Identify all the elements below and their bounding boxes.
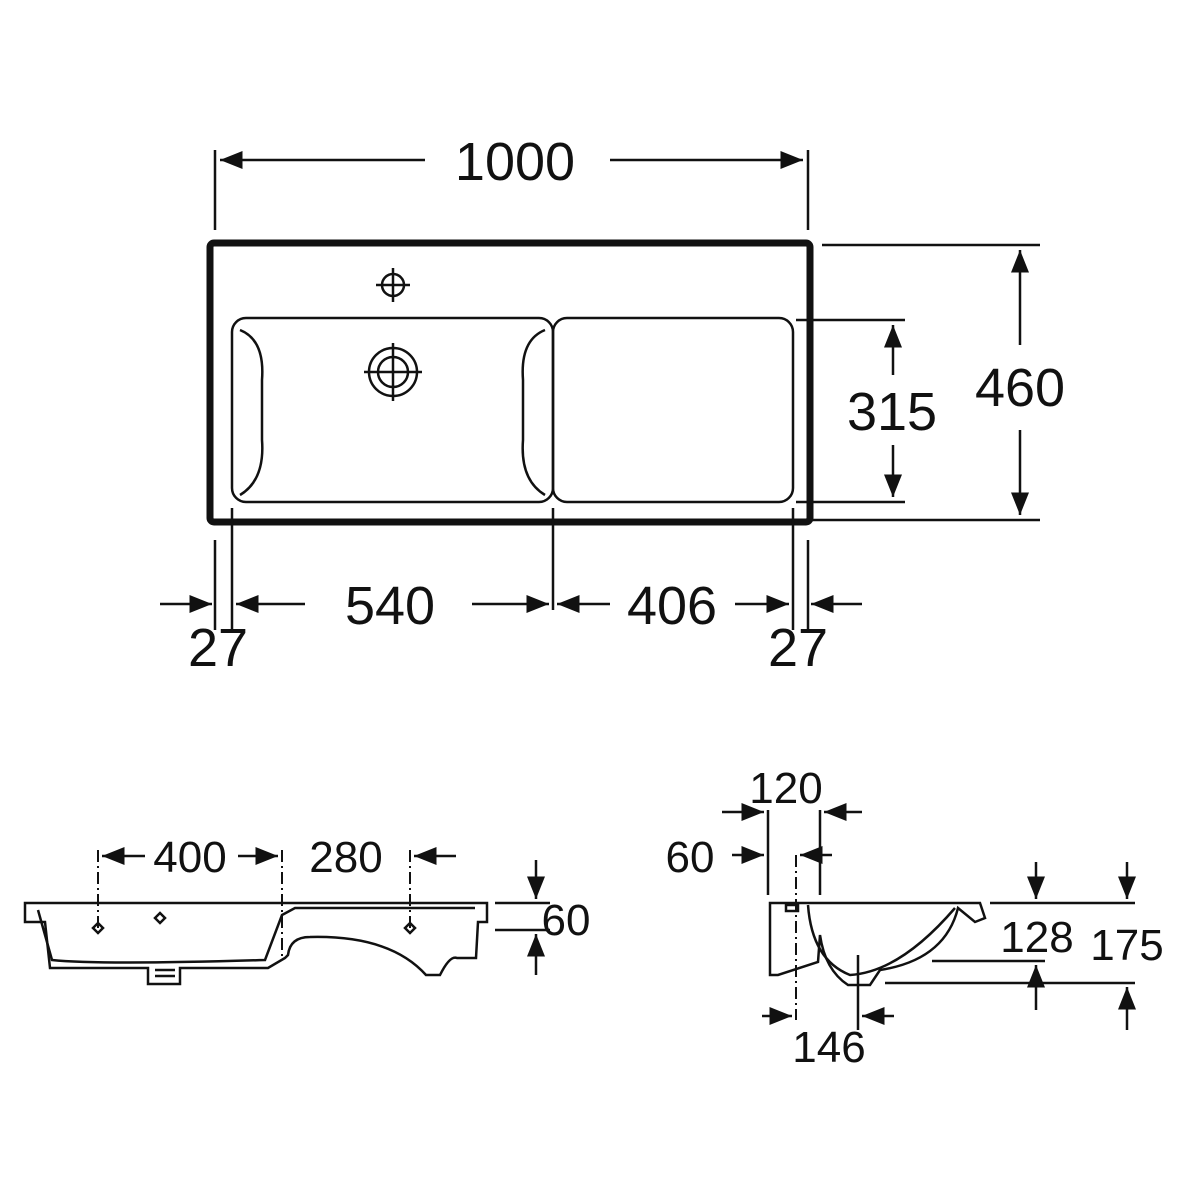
dim-back-offset: 60	[666, 833, 715, 882]
dim-total-height: 175	[1090, 921, 1163, 970]
bowl-right-curve	[521, 328, 546, 497]
dim-basin-width: 540	[345, 576, 435, 636]
dim-rim-height: 60	[542, 896, 591, 945]
dim-shelf-width: 406	[627, 576, 717, 636]
dim-center-to-hole: 280	[309, 833, 382, 882]
dim-tap-to-center: 400	[153, 833, 226, 882]
dim-basin-height: 128	[1000, 913, 1073, 962]
bowl-left-curve	[239, 328, 264, 497]
dim-margin-left: 27	[188, 618, 248, 678]
drain-icon	[364, 343, 422, 401]
dim-basin-depth: 315	[847, 382, 937, 442]
side-view: 120 60 128 175 146	[666, 764, 1164, 1072]
front-profile	[23, 901, 489, 986]
shelf-area	[551, 316, 795, 504]
front-view: 400 280 60	[23, 833, 591, 986]
dim-drain-offset: 146	[792, 1023, 865, 1072]
dim-margin-right: 27	[768, 618, 828, 678]
basin-outline	[206, 239, 814, 526]
dim-depth: 460	[975, 358, 1065, 418]
holes	[91, 911, 417, 935]
top-view: 1000 460 315 540 406 27 27	[160, 132, 1065, 678]
dim-width: 1000	[455, 132, 575, 192]
side-profile	[768, 901, 987, 987]
tap-hole-icon	[376, 268, 410, 302]
dim-tap-offset: 120	[749, 764, 822, 813]
